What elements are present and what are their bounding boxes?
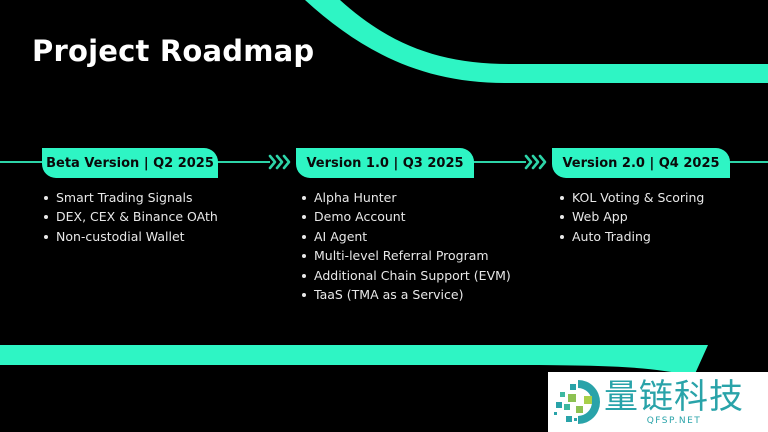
milestone-beta-label: Beta Version | Q2 2025: [42, 148, 218, 178]
timeline-line-1: [216, 161, 270, 163]
bullet-icon: [302, 292, 306, 297]
watermark-domain-text: QFSP.NET: [646, 416, 702, 426]
feature-item: Web App: [558, 207, 704, 226]
bullet-icon: [302, 196, 306, 200]
feature-item: Additional Chain Support (EVM): [300, 266, 511, 285]
triple-chevron-right-icon: [524, 154, 547, 170]
page-title: Project Roadmap: [32, 34, 315, 68]
timeline-line-start: [0, 161, 44, 163]
feature-item: Auto Trading: [558, 227, 704, 246]
watermark-chinese-text: 量链科技: [604, 377, 744, 417]
bullet-icon: [44, 196, 48, 200]
bullet-icon: [302, 273, 306, 278]
watermark: 量链科技 QFSP.NET: [548, 372, 768, 432]
feature-item: DEX, CEX & Binance OAth: [42, 207, 218, 226]
feature-item: KOL Voting & Scoring: [558, 188, 704, 207]
bullet-icon: [560, 215, 564, 220]
bullet-icon: [302, 215, 306, 220]
milestone-v1-features: Alpha Hunter Demo Account AI Agent Multi…: [300, 188, 511, 304]
bullet-icon: [302, 234, 306, 239]
bullet-icon: [560, 234, 564, 239]
timeline-line-end: [728, 161, 768, 163]
top-curve-band: [305, 0, 768, 83]
bullet-icon: [44, 234, 48, 239]
feature-item: Smart Trading Signals: [42, 188, 218, 207]
feature-item: TaaS (TMA as a Service): [300, 285, 511, 304]
bullet-icon: [44, 215, 48, 220]
milestone-v1-label: Version 1.0 | Q3 2025: [296, 148, 474, 178]
feature-item: AI Agent: [300, 227, 511, 246]
feature-item: Demo Account: [300, 207, 511, 226]
watermark-logo-icon: [554, 380, 600, 424]
feature-item: Multi-level Referral Program: [300, 246, 511, 265]
milestone-v2-features: KOL Voting & Scoring Web App Auto Tradin…: [558, 188, 704, 246]
timeline-line-2: [472, 161, 526, 163]
triple-chevron-right-icon: [268, 154, 291, 170]
milestone-beta-features: Smart Trading Signals DEX, CEX & Binance…: [42, 188, 218, 246]
milestone-v2-label: Version 2.0 | Q4 2025: [552, 148, 730, 178]
bottom-band: [0, 345, 708, 376]
bullet-icon: [302, 254, 306, 259]
feature-item: Non-custodial Wallet: [42, 227, 218, 246]
bullet-icon: [560, 196, 564, 200]
feature-item: Alpha Hunter: [300, 188, 511, 207]
